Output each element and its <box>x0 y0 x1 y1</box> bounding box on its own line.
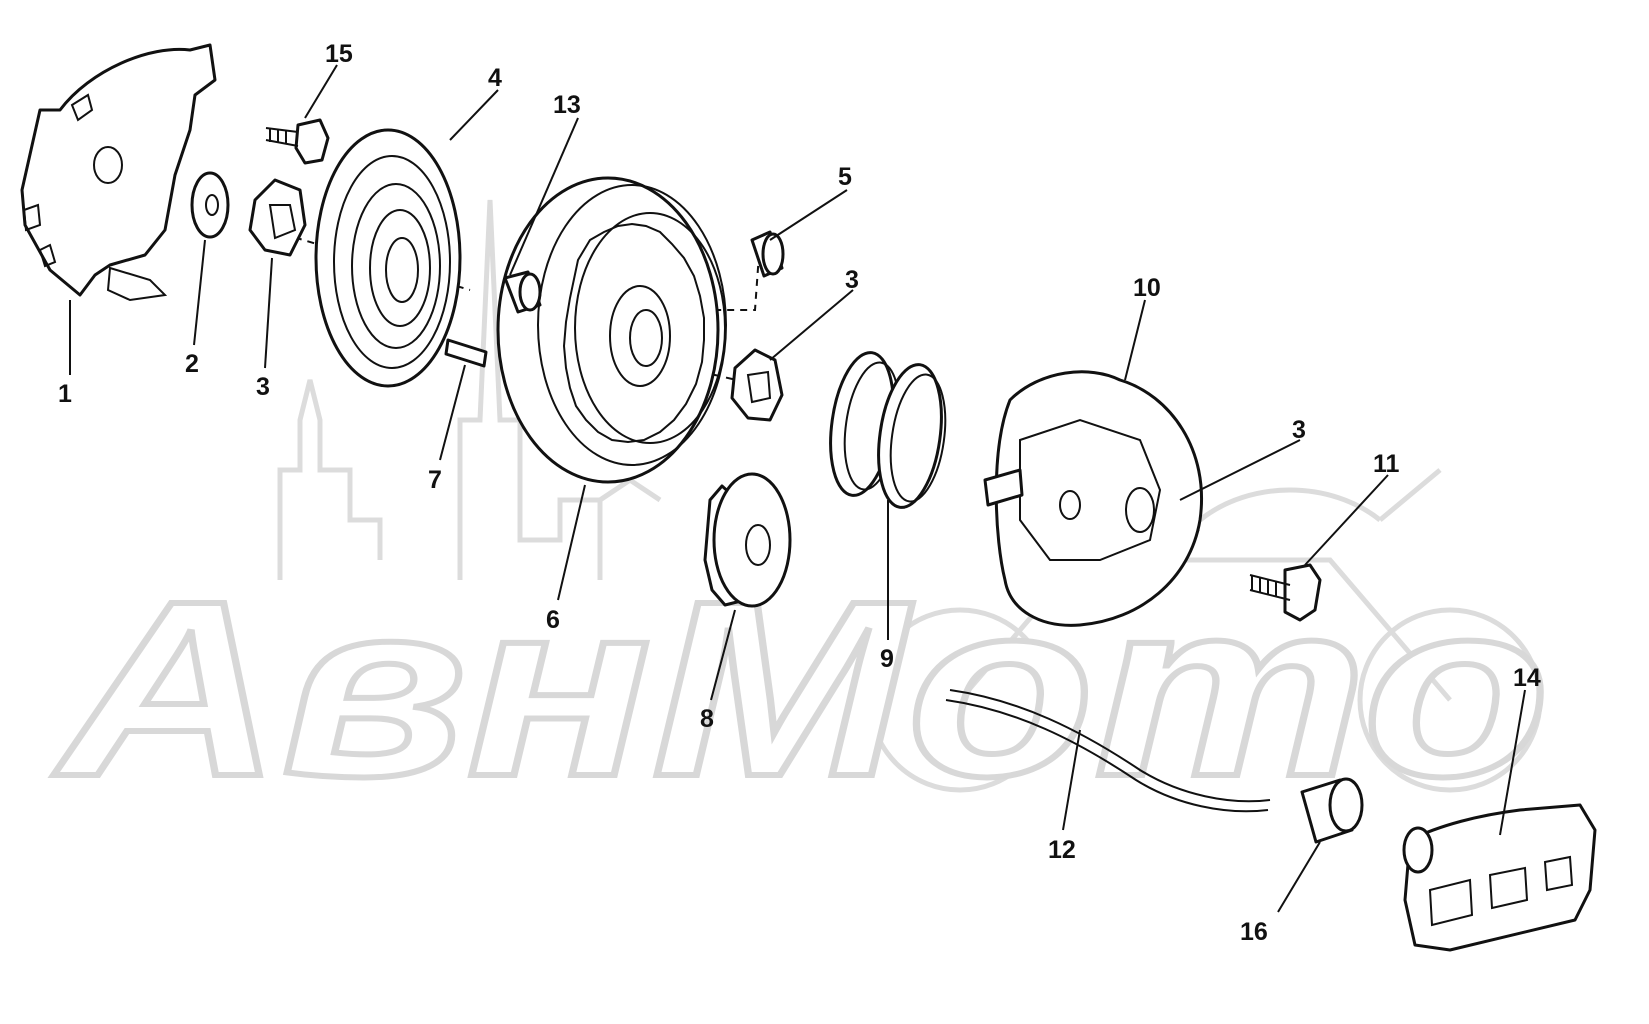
part-2-washer <box>190 171 230 239</box>
leader-lines <box>69 64 1526 913</box>
part-7-pin <box>444 338 488 368</box>
callout-11: 11 <box>1373 450 1400 478</box>
callout-14: 14 <box>1513 664 1541 692</box>
callout-3-nut-a: 3 <box>256 373 270 401</box>
callout-16: 16 <box>1240 918 1268 946</box>
part-8-ratchet <box>703 472 792 608</box>
callout-15: 15 <box>325 40 353 68</box>
callout-4: 4 <box>488 64 502 92</box>
callout-7: 7 <box>428 466 442 494</box>
part-11-bolt <box>1249 563 1322 622</box>
watermark-motorcycle-icon <box>867 468 1543 793</box>
callout-6: 6 <box>546 606 560 634</box>
part-14-handle <box>1402 803 1597 952</box>
part-1-cover-plate <box>20 43 217 302</box>
callout-12: 12 <box>1048 836 1076 864</box>
callout-3-nut-c: 3 <box>1292 416 1306 444</box>
part-4-recoil-spring <box>314 128 462 388</box>
part-16-sleeve <box>1300 777 1364 844</box>
part-5-bushing <box>750 230 785 278</box>
callout-3-nut-b: 3 <box>845 266 859 294</box>
callout-9: 9 <box>880 645 894 673</box>
callout-labels: 1 2 3 4 13 15 7 6 5 3 8 9 10 3 11 12 14 … <box>58 40 1541 946</box>
part-3-nut-a <box>248 178 307 257</box>
callout-8: 8 <box>700 705 714 733</box>
callout-10: 10 <box>1133 274 1161 302</box>
part-13-collar <box>503 270 542 314</box>
part-9-springs <box>829 351 947 509</box>
part-6-starter-pulley <box>496 176 727 484</box>
callout-5: 5 <box>838 163 852 191</box>
part-3-nut-b <box>730 348 784 422</box>
watermark: АвнМото <box>50 199 1553 831</box>
part-15-screw <box>265 118 330 165</box>
callout-1: 1 <box>58 380 72 408</box>
part-12-rope <box>945 689 1271 813</box>
callout-13: 13 <box>553 91 581 119</box>
part-10-housing <box>983 370 1203 627</box>
callout-2: 2 <box>185 350 199 378</box>
